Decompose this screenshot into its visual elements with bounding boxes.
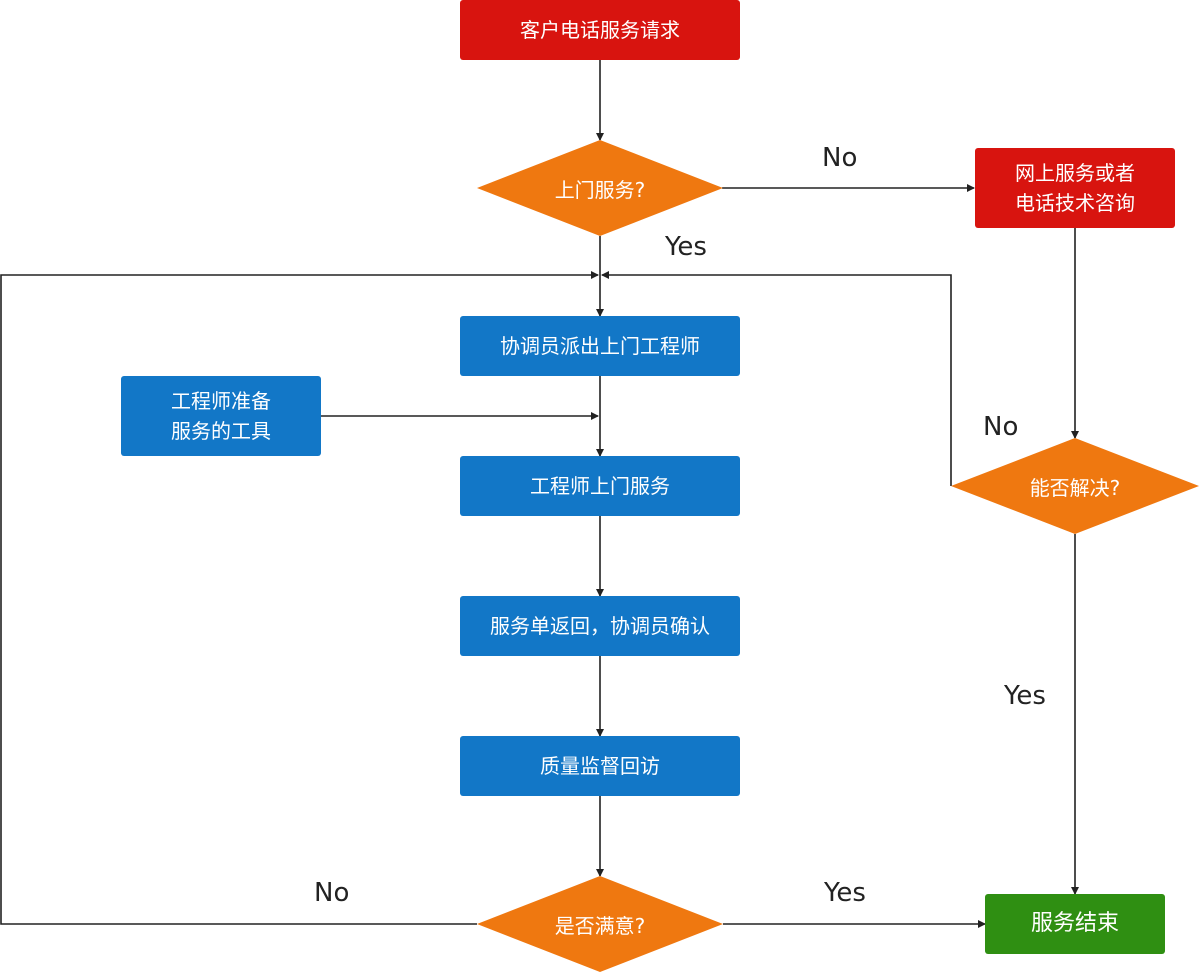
resolved-yes-label: Yes (1004, 681, 1046, 711)
request-node: 客户电话服务请求 (460, 0, 740, 60)
satisfied-yes-label: Yes (824, 878, 866, 908)
quality-review-node: 质量监督回访 (460, 736, 740, 796)
satisfied-decision-label: 是否满意? (554, 913, 646, 938)
online-support-node: 网上服务或者 电话技术咨询 (975, 148, 1175, 228)
satisfied-decision: 是否满意? (477, 876, 723, 972)
satisfied-no-label: No (314, 878, 350, 908)
onsite-yes-label: Yes (665, 232, 707, 262)
onsite-visit-node: 工程师上门服务 (460, 456, 740, 516)
onsite-decision-label: 上门服务? (554, 177, 646, 202)
onsite-decision: 上门服务? (477, 140, 723, 236)
edge-satisfied-no (0, 271, 599, 925)
end-node: 服务结束 (985, 894, 1165, 954)
onsite-no-label: No (822, 143, 858, 173)
resolved-decision-label: 能否解决? (1029, 475, 1121, 500)
prepare-tools-node: 工程师准备 服务的工具 (121, 376, 321, 456)
edge-resolved-no (601, 271, 952, 486)
dispatch-node: 协调员派出上门工程师 (460, 316, 740, 376)
return-confirm-node: 服务单返回，协调员确认 (460, 596, 740, 656)
resolved-no-label: No (983, 412, 1019, 442)
resolved-decision: 能否解决? (951, 438, 1199, 534)
